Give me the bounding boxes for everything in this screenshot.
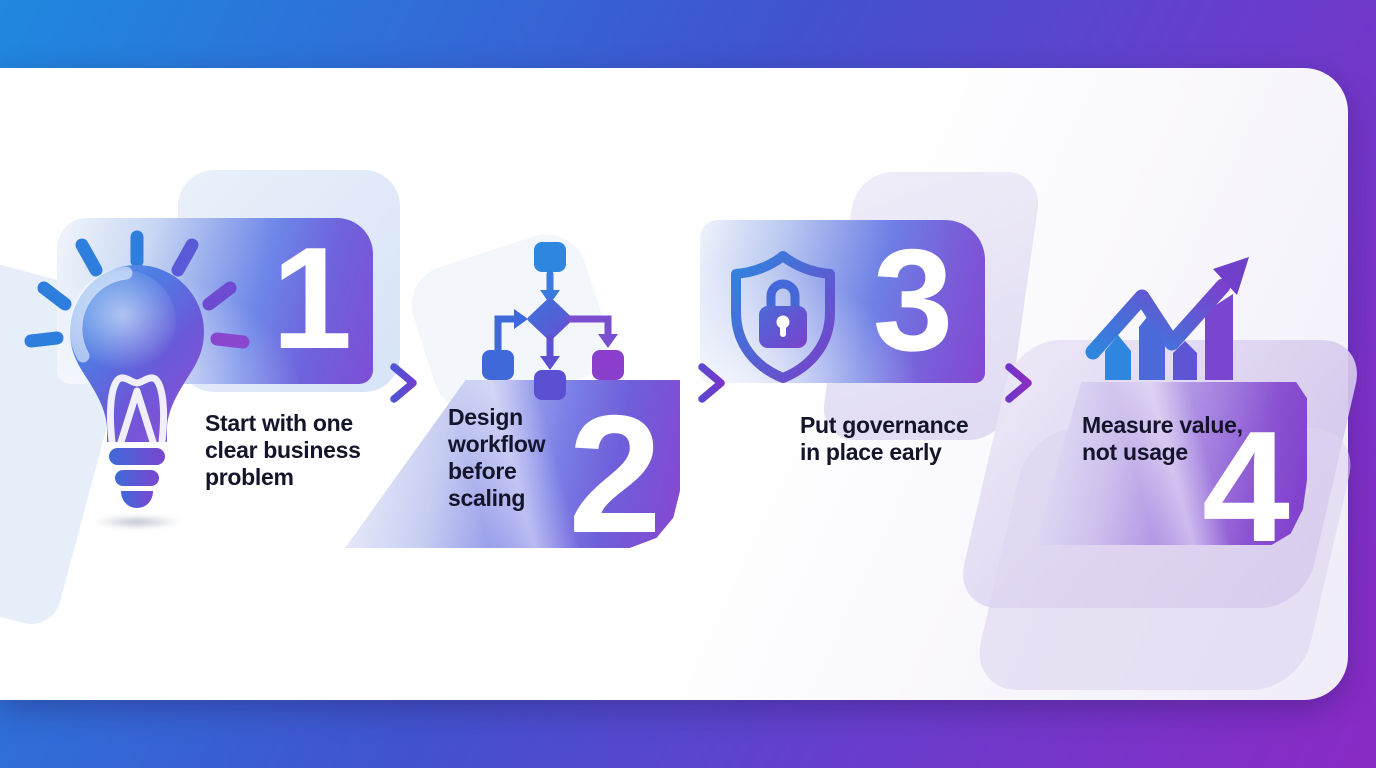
- card-highlight: [1035, 382, 1307, 545]
- arrow-right-icon-2: [668, 363, 725, 403]
- step1-caption: Start with one clear business problem: [205, 410, 361, 490]
- flowchart-icon: [482, 242, 624, 400]
- step4-caption: Measure value, not usage: [1082, 412, 1243, 465]
- lightbulb-shadow: [75, 512, 200, 532]
- step2-caption: Design workflow before scaling: [448, 404, 546, 511]
- content-panel: 1 2 3 4 Start with one clear business pr…: [0, 68, 1366, 700]
- step4-card: [1035, 382, 1307, 545]
- step2-number: 2: [568, 380, 662, 568]
- lightbulb-icon: [24, 230, 250, 508]
- shield-lock-icon: [731, 251, 835, 383]
- arrow-right-icon-3: [975, 363, 1032, 403]
- step4-number: 4: [1202, 399, 1290, 575]
- growth-chart-icon: [1085, 257, 1249, 380]
- step3-number: 3: [872, 218, 954, 381]
- step1-number: 1: [271, 216, 353, 379]
- step3-caption: Put governance in place early: [800, 412, 969, 465]
- arrow-right-icon-1: [360, 363, 417, 403]
